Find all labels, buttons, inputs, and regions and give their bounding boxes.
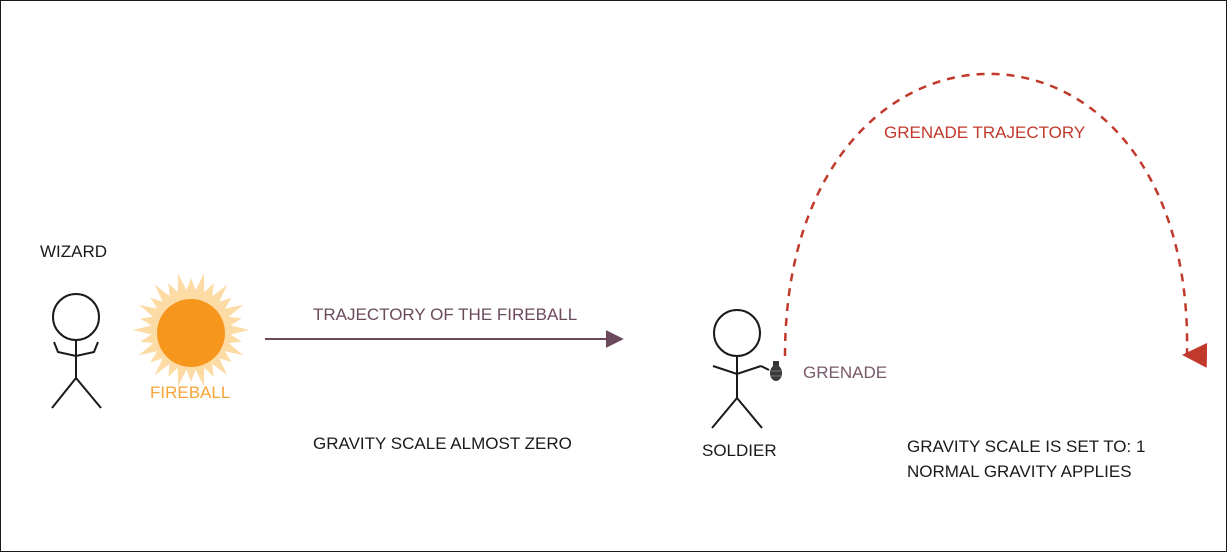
soldier-label: SOLDIER (702, 441, 777, 460)
wizard-label: WIZARD (40, 242, 107, 261)
grenade-label: GRENADE (803, 363, 887, 382)
fireball-trajectory-label: TRAJECTORY OF THE FIREBALL (313, 305, 577, 324)
gravity-one-label-line1: GRAVITY SCALE IS SET TO: 1 (907, 437, 1145, 456)
gravity-zero-label: GRAVITY SCALE ALMOST ZERO (313, 434, 572, 453)
grenade-trajectory-arrow (783, 72, 1208, 368)
soldier-figure (711, 309, 770, 429)
wizard-figure (51, 293, 102, 409)
grenade-icon (770, 361, 782, 381)
gravity-one-label-line2: NORMAL GRAVITY APPLIES (907, 462, 1132, 481)
fireball-label: FIREBALL (150, 383, 230, 402)
grenade-trajectory-label: GRENADE TRAJECTORY (884, 123, 1085, 142)
fireball-icon (133, 273, 249, 387)
